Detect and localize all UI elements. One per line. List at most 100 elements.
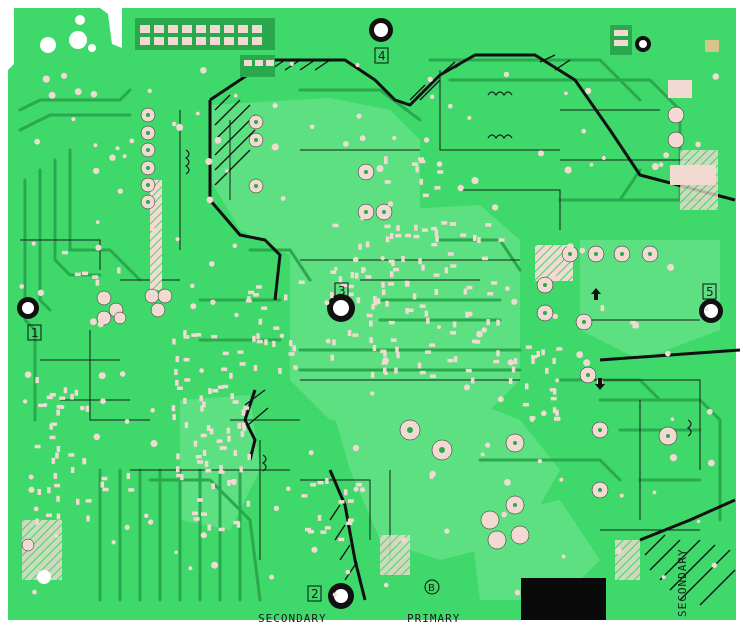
via: [33, 506, 39, 512]
smd-pad: [525, 383, 529, 390]
smd-pad: [496, 350, 500, 357]
smd-pad: [450, 331, 456, 335]
via: [311, 546, 318, 553]
via: [429, 474, 434, 480]
via: [325, 338, 331, 344]
smd-pad: [452, 321, 457, 328]
via: [28, 474, 34, 480]
smd-pad: [53, 472, 58, 479]
smd-pad: [434, 230, 439, 237]
via: [74, 88, 82, 96]
smd-pad: [407, 308, 414, 312]
via: [401, 537, 407, 544]
via: [511, 298, 518, 305]
via: [382, 357, 389, 364]
smd-pad: [255, 285, 262, 289]
mark-4: 4: [378, 49, 386, 63]
via: [706, 408, 713, 415]
smd-pad: [193, 517, 200, 521]
via: [98, 297, 102, 301]
smd-pad: [256, 333, 260, 340]
smd-pad: [369, 320, 373, 327]
via: [176, 123, 184, 131]
smd-pad: [211, 334, 218, 339]
smd-pad: [449, 222, 456, 226]
smd-pad: [58, 405, 65, 409]
smd-pad: [632, 322, 636, 329]
smd-pad: [496, 319, 500, 326]
smd-pad: [453, 356, 458, 363]
vias: [19, 61, 720, 597]
via: [356, 113, 362, 119]
via: [514, 589, 521, 596]
via: [200, 67, 207, 74]
smd-pad: [239, 466, 243, 473]
via: [561, 554, 566, 559]
via: [559, 477, 564, 482]
smd-pad: [352, 333, 359, 337]
via: [117, 188, 124, 194]
smd-pad: [56, 513, 61, 520]
via: [28, 486, 35, 493]
smd-pad: [404, 280, 409, 287]
via: [280, 196, 286, 201]
smd-pad: [513, 358, 518, 365]
smd-pad: [183, 335, 190, 339]
mark-1: 1: [31, 326, 39, 340]
via: [652, 490, 657, 495]
via: [225, 169, 229, 173]
via: [497, 396, 504, 403]
via: [334, 266, 338, 271]
smd-pad: [434, 289, 439, 295]
smd-pad: [332, 223, 339, 228]
smd-pad: [424, 310, 429, 317]
via: [541, 410, 547, 417]
smd-pad: [284, 294, 288, 301]
via: [501, 511, 508, 518]
smd-pad: [434, 186, 441, 190]
via: [503, 71, 510, 78]
smd-pad: [200, 433, 207, 438]
smd-pad: [253, 365, 258, 371]
smd-pad: [356, 297, 361, 304]
smd-pad: [55, 452, 59, 459]
smd-pad: [46, 395, 53, 400]
smd-pad: [388, 320, 395, 325]
smd-pad: [437, 170, 444, 174]
smd-pad: [487, 292, 494, 296]
smd-pad: [380, 349, 387, 354]
smd-pad: [418, 258, 422, 265]
via: [352, 256, 359, 263]
via: [556, 416, 561, 421]
smd-pad: [355, 482, 362, 487]
smd-pad: [195, 333, 202, 337]
via: [210, 299, 216, 305]
smd-pad: [207, 524, 211, 531]
smd-pad: [56, 409, 60, 416]
smd-pad: [49, 435, 56, 440]
via: [345, 569, 351, 575]
smd-pad: [330, 270, 337, 274]
via: [481, 327, 487, 333]
via: [71, 117, 76, 122]
smd-pad: [341, 283, 348, 288]
smd-pad: [372, 345, 377, 351]
via: [90, 318, 97, 326]
via: [43, 403, 48, 407]
smd-pad: [54, 483, 61, 488]
via: [273, 505, 280, 511]
smd-pad: [332, 339, 336, 346]
smd-pad: [429, 343, 436, 347]
smd-pad: [421, 264, 425, 271]
via: [695, 141, 701, 148]
smd-pad: [491, 281, 498, 285]
smd-pad: [211, 483, 215, 490]
via: [100, 398, 106, 405]
smd-pad: [233, 450, 237, 457]
via: [279, 333, 285, 339]
smd-pad: [525, 345, 532, 349]
via: [387, 201, 394, 207]
smd-pad: [243, 406, 250, 410]
pad-holes: [146, 113, 670, 507]
smd-pad: [219, 465, 223, 472]
